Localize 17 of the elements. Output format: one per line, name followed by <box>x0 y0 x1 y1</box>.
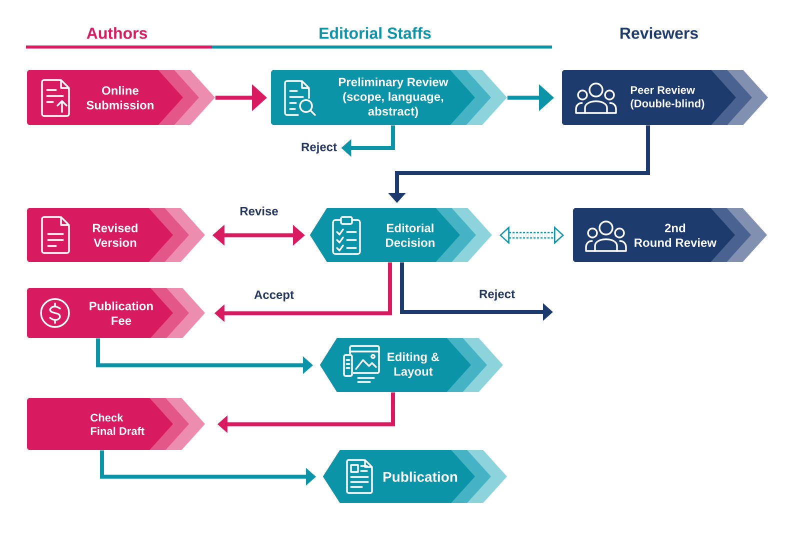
process-box: Check Final Draft <box>27 398 205 450</box>
column-heading: Reviewers <box>620 27 698 39</box>
edge-label: Reject <box>478 288 517 302</box>
process-box: Publication <box>323 450 507 503</box>
edge-label: Revise <box>238 205 280 217</box>
process-box: 2nd Round Review <box>573 208 767 262</box>
edge-label: Accept <box>252 289 296 303</box>
process-box: Preliminary Review (scope, language, abstract) <box>271 70 507 125</box>
column-heading: Authors <box>86 27 147 39</box>
column-heading: Editorial Staffs <box>320 27 431 39</box>
process-box: Online Submission <box>27 70 215 125</box>
process-box: Peer Review (Double-blind) <box>562 70 768 125</box>
process-box: Revised Version <box>27 208 205 262</box>
process-box: Publication Fee <box>27 288 205 338</box>
process-box: Editorial Decision <box>310 208 492 262</box>
process-box: Editing & Layout <box>320 338 503 392</box>
outcome-text: Reject <box>302 142 337 154</box>
